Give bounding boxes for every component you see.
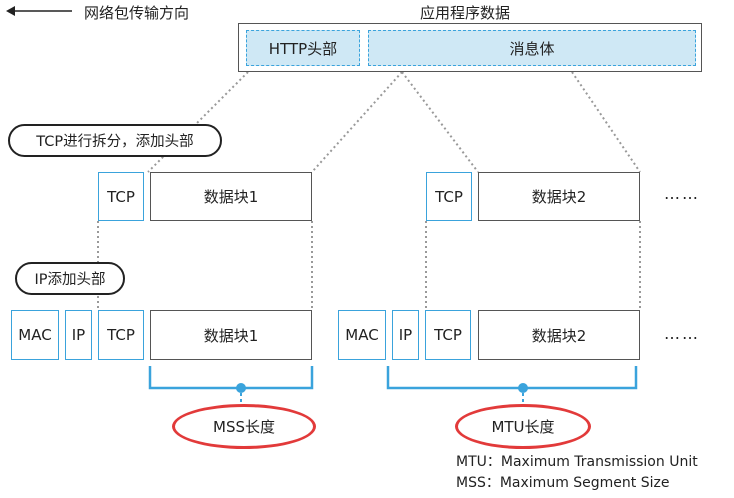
data-block-ip-row-2: 数据块2: [478, 310, 640, 360]
more-segments-ellipsis: ……: [664, 184, 700, 203]
legend-mtu: MTU：Maximum Transmission Unit: [456, 454, 698, 470]
mtu-length-label: MTU长度: [455, 404, 591, 449]
ip-header-1: IP: [65, 310, 92, 360]
direction-arrow-icon: [6, 6, 72, 16]
mac-header-1: MAC: [11, 310, 59, 360]
tcp-header-ip-row-2: TCP: [425, 310, 471, 360]
split-lines: [147, 71, 641, 173]
http-header-box: HTTP头部: [246, 30, 360, 66]
tcp-header-2: TCP: [426, 172, 472, 221]
app-data-title: 应用程序数据: [420, 4, 511, 22]
ip-header-step: IP添加头部: [15, 262, 125, 295]
tcp-header-ip-row-1: TCP: [98, 310, 144, 360]
tcp-split-step: TCP进行拆分，添加头部: [8, 124, 222, 157]
ip-header-2: IP: [392, 310, 419, 360]
more-packets-ellipsis: ……: [664, 324, 700, 343]
tcp-header-1: TCP: [98, 172, 144, 221]
data-block-2: 数据块2: [478, 172, 640, 221]
mtu-bracket: [386, 366, 638, 410]
message-body-box: 消息体: [368, 30, 696, 66]
data-block-ip-row-1: 数据块1: [150, 310, 312, 360]
data-block-1: 数据块1: [150, 172, 312, 221]
mac-header-2: MAC: [338, 310, 386, 360]
legend-mss: MSS：Maximum Segment Size: [456, 475, 670, 491]
header-lines: [97, 221, 641, 310]
mss-length-label: MSS长度: [172, 404, 316, 449]
direction-label: 网络包传输方向: [84, 4, 190, 22]
